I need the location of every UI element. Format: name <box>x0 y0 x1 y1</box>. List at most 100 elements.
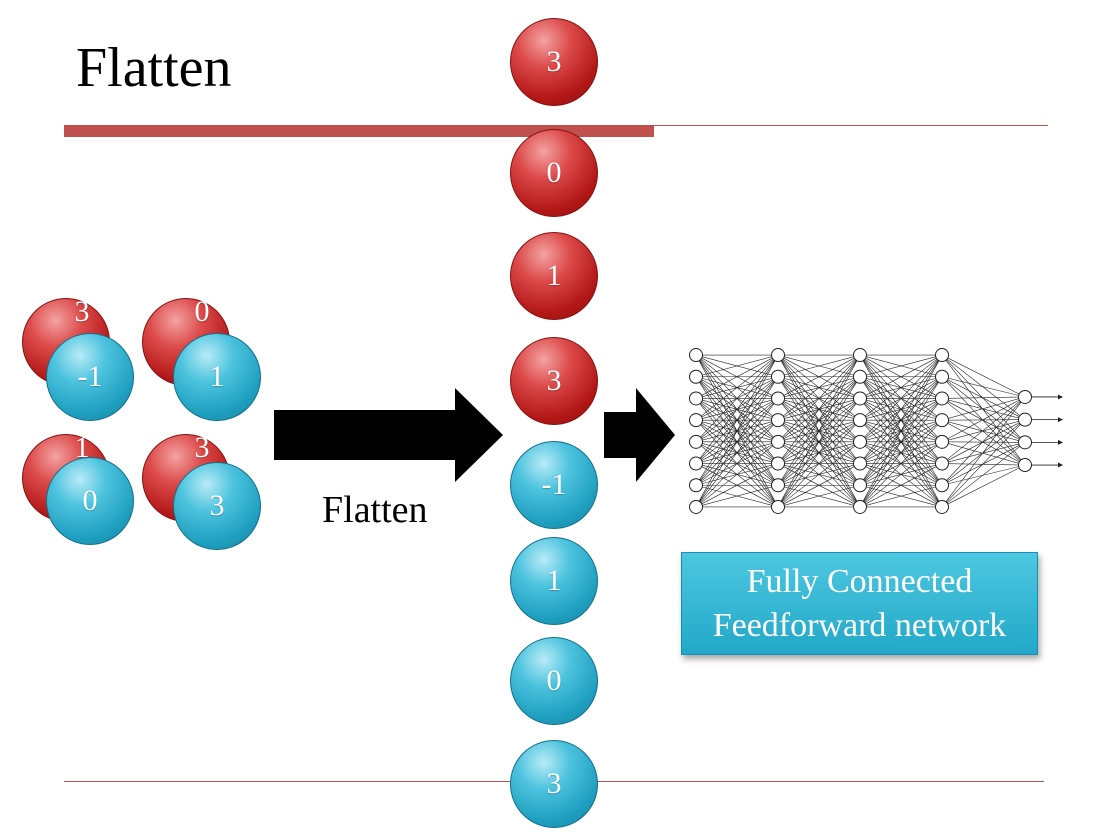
vector-element: 0 <box>510 637 598 725</box>
network-connection <box>941 396 1026 399</box>
network-neuron <box>771 478 785 493</box>
vector-element: 1 <box>510 537 598 625</box>
network-connection <box>941 442 1026 508</box>
network-connection <box>859 398 943 508</box>
network-connection <box>941 419 1026 486</box>
network-neuron <box>1018 435 1032 450</box>
network-neuron <box>935 348 949 363</box>
network-label-box: Fully Connected Feedforward network <box>681 552 1038 655</box>
network-connection <box>859 354 943 443</box>
network-connection <box>859 354 943 399</box>
network-neuron <box>853 391 867 406</box>
network-neuron <box>1018 412 1032 427</box>
network-connection <box>695 354 779 378</box>
network-connection <box>941 441 1026 443</box>
slide-title: Flatten <box>76 37 232 99</box>
network-connection <box>941 396 1026 486</box>
network-connection <box>695 398 779 508</box>
vector-value: 0 <box>546 664 562 697</box>
feature-value-red-1: 0 <box>194 295 210 328</box>
network-connection <box>695 376 779 508</box>
network-connection <box>777 376 861 508</box>
network-neuron <box>853 369 867 384</box>
network-connection <box>941 419 1026 443</box>
vector-value: 3 <box>546 364 562 397</box>
network-connection <box>859 354 943 508</box>
network-connection <box>777 463 861 508</box>
vector-element: 1 <box>510 232 598 320</box>
network-connection <box>941 441 1026 466</box>
network-connection <box>859 354 943 464</box>
network-neuron <box>853 434 867 449</box>
feature-map-cell-2-blue: 0 <box>46 457 134 545</box>
network-connection <box>941 442 1026 464</box>
network-connection <box>777 354 861 378</box>
network-connection <box>777 419 861 508</box>
vector-value: 3 <box>546 767 562 800</box>
network-connection <box>941 376 1026 420</box>
vector-element: 3 <box>510 18 598 106</box>
network-neuron <box>853 499 867 514</box>
network-neuron <box>771 391 785 406</box>
network-neuron <box>1018 458 1032 473</box>
network-connection <box>941 376 1026 398</box>
network-connection <box>941 354 1026 466</box>
network-neuron <box>935 499 949 514</box>
network-connection <box>695 354 779 464</box>
flatten-arrow <box>274 388 503 482</box>
output-arrow-head <box>1058 462 1063 468</box>
flatten-label: Flatten <box>322 489 428 531</box>
vector-value: 0 <box>546 156 562 189</box>
network-connection <box>695 354 779 443</box>
vector-element: 0 <box>510 129 598 217</box>
network-connection <box>941 442 1026 486</box>
network-connection <box>777 354 861 443</box>
network-neuron <box>1018 389 1032 404</box>
network-neuron <box>935 369 949 384</box>
network-label-line1: Fully Connected <box>746 562 973 600</box>
network-neuron <box>935 434 949 449</box>
output-arrow-head <box>1058 394 1063 400</box>
network-connection <box>941 398 1026 443</box>
network-connection <box>941 419 1026 443</box>
network-connection <box>941 396 1026 421</box>
network-neuron <box>689 434 703 449</box>
output-arrow-head <box>1058 417 1063 423</box>
network-connection <box>777 398 861 508</box>
network-neuron <box>771 456 785 471</box>
network-connection <box>941 419 1026 421</box>
network-connection <box>859 441 943 508</box>
network-connection <box>777 441 861 508</box>
network-connection <box>695 354 779 399</box>
vector-value: -1 <box>541 468 567 501</box>
network-connection <box>941 396 1026 443</box>
network-neuron <box>689 369 703 384</box>
network-connection <box>859 484 943 508</box>
vector-value: 3 <box>546 45 562 78</box>
network-connection <box>777 354 861 486</box>
network-connection <box>941 396 1026 464</box>
network-connection <box>859 463 943 508</box>
feature-map-cell-3-blue: 3 <box>173 462 261 550</box>
feature-value-blue-2: 0 <box>82 484 98 517</box>
vector-element: 3 <box>510 337 598 425</box>
network-connection <box>777 354 861 508</box>
output-arrow-head <box>1058 439 1063 445</box>
network-neuron <box>689 478 703 493</box>
network-connection <box>695 484 779 508</box>
network-connection <box>941 419 1026 508</box>
network-connection <box>695 354 779 486</box>
vector-value: 1 <box>546 564 562 597</box>
network-connection <box>777 354 861 399</box>
network-connection <box>859 354 943 486</box>
network-connection <box>941 419 1026 466</box>
vector-element: 3 <box>510 740 598 828</box>
network-connection <box>859 354 943 378</box>
network-connection <box>695 463 779 508</box>
network-neuron <box>935 413 949 428</box>
network-connection <box>941 376 1026 466</box>
feature-value-blue-1: 1 <box>209 360 225 393</box>
network-connection <box>941 464 1026 486</box>
feature-value-red-0: 3 <box>74 295 90 328</box>
network-connection <box>859 354 943 421</box>
